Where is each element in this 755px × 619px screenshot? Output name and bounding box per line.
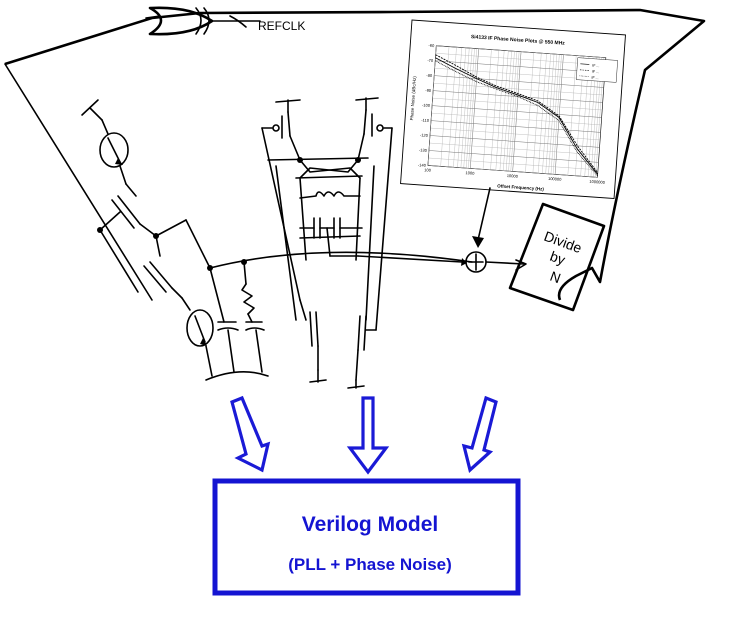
legend-entry-2: IF ... xyxy=(592,70,599,74)
grid-line-y xyxy=(430,127,601,141)
grid-line-y xyxy=(427,165,598,178)
x-tick-label: 100000 xyxy=(548,176,562,182)
legend-entry-3: IF ... xyxy=(591,76,598,80)
y-tick-label: -100 xyxy=(422,102,431,108)
arrow-middle xyxy=(346,396,390,475)
arrow-right xyxy=(461,395,498,473)
series-line-1 xyxy=(435,57,599,175)
grid-line-y xyxy=(431,112,602,126)
series-line-3 xyxy=(435,60,598,177)
refclk-label: REFCLK xyxy=(258,19,305,33)
y-tick-label: -140 xyxy=(418,162,427,168)
plot-legend: IF ... IF ... IF ... xyxy=(576,57,618,83)
x-tick-label: 10000 xyxy=(507,173,519,179)
series-line-2 xyxy=(435,54,599,174)
verilog-model-box xyxy=(212,478,521,596)
grid-line-y xyxy=(429,142,600,156)
grid-line-y xyxy=(434,75,604,88)
grid-line-x xyxy=(427,45,437,166)
y-tick-label: -90 xyxy=(425,88,432,93)
divider-label-3: N xyxy=(548,268,563,286)
grid-line-y xyxy=(429,135,600,148)
y-tick-label: -80 xyxy=(426,73,433,78)
y-tick-label: -120 xyxy=(420,132,429,138)
grid-line-y xyxy=(432,97,603,111)
divider-block: Divide by N xyxy=(508,202,606,312)
y-tick-label: -70 xyxy=(427,58,434,63)
x-tick-label: 1000000 xyxy=(589,179,606,185)
grid-line-y xyxy=(428,157,599,171)
or-gate xyxy=(145,6,261,36)
vco-core xyxy=(261,97,393,389)
charge-pump xyxy=(81,99,214,377)
divider-label-2: by xyxy=(548,248,567,268)
summing-junction xyxy=(461,251,487,273)
plot-ylabel: Phase Noise (dBc/Hz) xyxy=(409,76,417,121)
fan-boundary xyxy=(4,8,706,301)
noise-arrow-line xyxy=(477,187,491,241)
grid-line-y xyxy=(434,68,605,81)
verilog-model-title: Verilog Model xyxy=(302,513,439,536)
grid-line-y xyxy=(431,120,601,133)
grid-line-y xyxy=(433,82,604,96)
y-tick-label: -130 xyxy=(419,147,428,153)
plot-xlabel: Offset Frequency (Hz) xyxy=(497,183,544,191)
arrow-left xyxy=(230,395,271,473)
plot-series xyxy=(435,54,599,177)
y-tick-label: -110 xyxy=(421,117,430,123)
legend-entry-1: IF ... xyxy=(592,64,599,68)
x-tick-label: 1000 xyxy=(465,170,475,176)
grid-line-y xyxy=(436,45,606,58)
plot-x-ticks: 100 1000 10000 100000 1000000 xyxy=(424,167,606,185)
grid-line-y xyxy=(435,60,605,73)
phase-noise-plot: Si4133 IF Phase Noise Plots @ 550 MHz Ph… xyxy=(400,19,626,200)
noise-arrow-head xyxy=(472,236,484,248)
grid-line-y xyxy=(435,53,606,66)
x-tick-label: 100 xyxy=(424,167,432,173)
fan-left-edge xyxy=(4,63,153,301)
grid-line-y xyxy=(428,150,599,163)
grid-line-y xyxy=(432,105,602,118)
loop-filter xyxy=(205,251,473,381)
plot-y-ticks: -60 -70 -80 -90 -100 -110 -120 -130 -140 xyxy=(418,43,435,168)
verilog-model-subtitle: (PLL + Phase Noise) xyxy=(288,555,452,574)
y-tick-label: -60 xyxy=(428,43,435,48)
